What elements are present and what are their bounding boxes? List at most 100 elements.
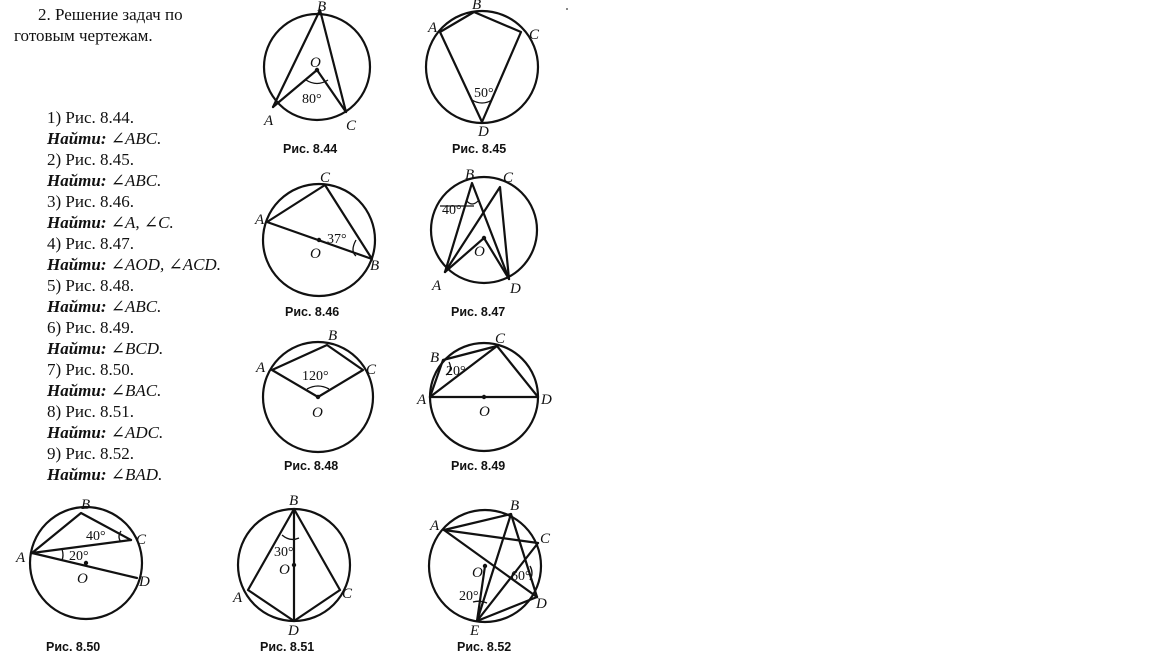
angle-arc	[445, 361, 452, 376]
point-label-c: C	[342, 586, 353, 602]
point-label-a: A	[254, 212, 265, 228]
point-label-b: B	[81, 497, 90, 513]
figure-caption: Рис. 8.45	[452, 142, 506, 156]
task-item: 5) Рис. 8.48.Найти: ∠ABC.	[47, 275, 221, 317]
point-label-b: B	[317, 0, 326, 15]
point-label-a: A	[429, 518, 440, 534]
point-label-a: A	[416, 392, 427, 408]
point-label-b: B	[430, 350, 439, 366]
task-find: Найти: ∠ABC.	[47, 296, 221, 317]
center-point	[481, 235, 487, 241]
point-label-c: C	[540, 531, 551, 547]
circle	[424, 9, 540, 125]
point-label-c: C	[366, 362, 377, 378]
point-label-c: C	[529, 27, 540, 43]
point-label-d: D	[138, 574, 150, 590]
angle-arc	[465, 199, 480, 205]
center-point	[314, 67, 320, 73]
task-find: Найти: ∠A, ∠C.	[47, 212, 221, 233]
task-figure-ref: 9) Рис. 8.52.	[47, 444, 135, 463]
task-find: Найти: ∠BCD.	[47, 338, 221, 359]
task-figure-ref: 2) Рис. 8.45.	[47, 150, 135, 169]
point-label-b: B	[510, 498, 519, 514]
figure-8-48: B A C 120° O Рис. 8.48	[255, 328, 377, 473]
angle-label: 120°	[302, 369, 329, 384]
point-label-d: D	[509, 281, 521, 297]
task-figure-ref: 4) Рис. 8.47.	[47, 234, 135, 253]
section-heading: 2. Решение задач по готовым чертежам.	[14, 4, 183, 46]
point-label-o: O	[472, 565, 483, 581]
task-figure-ref: 6) Рис. 8.49.	[47, 318, 135, 337]
chords-abd	[442, 512, 539, 599]
point-label-a: A	[263, 113, 274, 129]
find-value: ∠AOD, ∠ACD.	[110, 255, 221, 274]
find-value: ∠ADC.	[110, 423, 164, 442]
point-label-b: B	[289, 493, 298, 509]
chord-ac	[30, 538, 133, 555]
figure-caption: Рис. 8.50	[46, 640, 100, 654]
circle	[261, 182, 377, 298]
find-label: Найти:	[47, 465, 107, 484]
chords-abd	[443, 181, 511, 281]
find-label: Найти:	[47, 381, 107, 400]
angle-label: 80°	[302, 92, 322, 107]
point-label-c: C	[495, 331, 506, 347]
task-item: 6) Рис. 8.49.Найти: ∠BCD.	[47, 317, 221, 359]
figure-8-49: B C 20° A D O Рис. 8.49	[416, 331, 552, 473]
angle-label: 40°	[442, 203, 462, 218]
find-value: ∠A, ∠C.	[110, 213, 174, 232]
scan-speck	[566, 8, 568, 10]
angle-arc	[306, 385, 330, 390]
point-label-c: C	[346, 118, 357, 134]
circle	[28, 505, 144, 621]
find-value: ∠ABC.	[110, 129, 162, 148]
angle-label: 50°	[474, 86, 494, 101]
task-find: Найти: ∠ADC.	[47, 422, 221, 443]
point-label-a: A	[431, 278, 442, 294]
task-item: 8) Рис. 8.51.Найти: ∠ADC.	[47, 401, 221, 443]
angle-arc	[352, 239, 357, 257]
chords-acd	[443, 185, 511, 281]
task-list: 1) Рис. 8.44.Найти: ∠ABC. 2) Рис. 8.45.Н…	[47, 107, 221, 485]
find-value: ∠BCD.	[110, 339, 164, 358]
task-find: Найти: ∠AOD, ∠ACD.	[47, 254, 221, 275]
point-label-o: O	[474, 244, 485, 260]
task-find: Найти: ∠ABC.	[47, 170, 221, 191]
point-label-b: B	[472, 0, 481, 13]
circle	[261, 340, 375, 454]
chord-be	[475, 512, 513, 623]
chord-ce	[475, 541, 540, 623]
chords-abc	[30, 511, 133, 555]
point-label-a: A	[15, 550, 26, 566]
find-value: ∠BAC.	[110, 381, 162, 400]
task-find: Найти: ∠BAC.	[47, 380, 221, 401]
figure-caption: Рис. 8.51	[260, 640, 314, 654]
task-figure-ref: 8) Рис. 8.51.	[47, 402, 135, 421]
find-label: Найти:	[47, 171, 107, 190]
circle	[429, 175, 539, 285]
chord-ad	[442, 528, 539, 599]
point-label-a: A	[255, 360, 266, 376]
center-point	[482, 563, 488, 569]
find-label: Найти:	[47, 129, 107, 148]
task-item: 4) Рис. 8.47.Найти: ∠AOD, ∠ACD.	[47, 233, 221, 275]
point-label-c: C	[320, 170, 331, 186]
figure-caption: Рис. 8.52	[457, 640, 511, 654]
find-label: Найти:	[47, 213, 107, 232]
point-label-c: C	[503, 170, 514, 186]
heading-line-1: 2. Решение задач по	[38, 5, 183, 24]
task-figure-ref: 1) Рис. 8.44.	[47, 108, 135, 127]
task-figure-ref: 7) Рис. 8.50.	[47, 360, 135, 379]
chord-ac	[442, 528, 540, 545]
inscribed-polyline	[428, 344, 540, 399]
angle-label-20: 20°	[69, 549, 89, 564]
point-label-d: D	[477, 124, 489, 140]
angle-label-60: 60°	[511, 569, 531, 584]
figure-caption: Рис. 8.47	[451, 305, 505, 319]
task-item: 7) Рис. 8.50.Найти: ∠BAC.	[47, 359, 221, 401]
point-label-d: D	[535, 596, 547, 612]
radius-oe	[475, 564, 487, 623]
center-point	[316, 237, 322, 243]
point-label-o: O	[279, 562, 290, 578]
angle-arc-e	[472, 600, 488, 604]
